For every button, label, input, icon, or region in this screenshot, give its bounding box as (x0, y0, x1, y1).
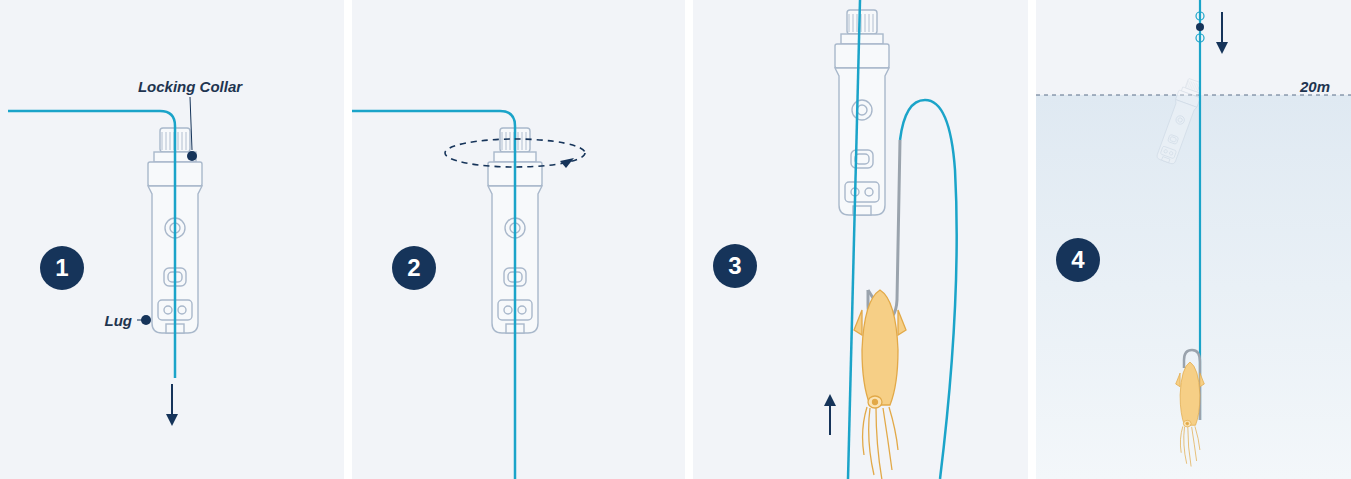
step-number-text: 3 (728, 252, 741, 280)
step-number-text: 4 (1071, 246, 1084, 274)
part-label: Locking Collar (138, 78, 242, 95)
step-number: 2 (392, 246, 436, 290)
step-number-text: 2 (407, 254, 420, 282)
step-number: 1 (40, 246, 84, 290)
part-label: Lug (105, 312, 133, 329)
depth-label: 20m (1300, 78, 1330, 95)
step-number: 4 (1056, 238, 1100, 282)
step-number: 3 (713, 244, 757, 288)
step-number-text: 1 (55, 254, 68, 282)
